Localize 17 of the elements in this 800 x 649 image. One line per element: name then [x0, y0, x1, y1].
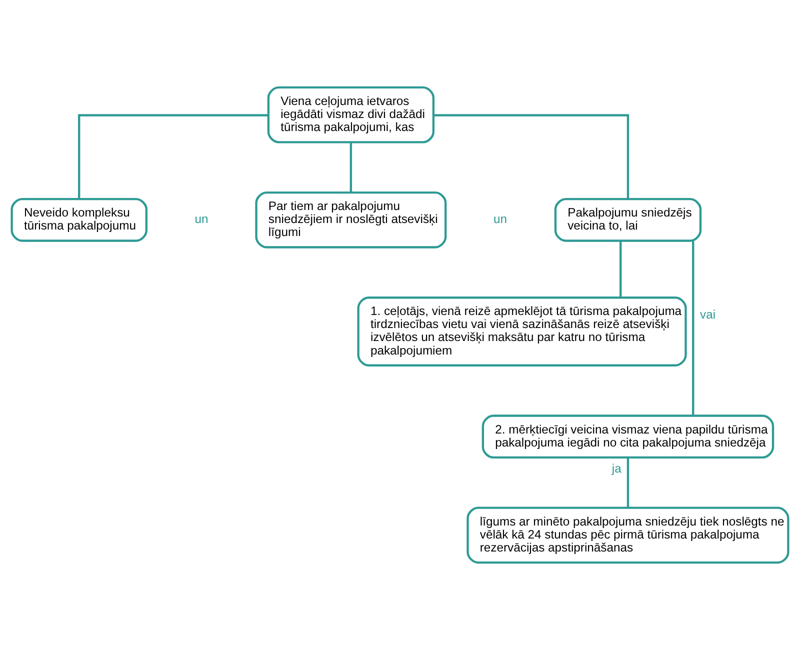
connector: [434, 114, 630, 198]
connector: [692, 240, 694, 416]
connector: [620, 240, 622, 297]
node-box: 2. mērķtiecīgi veicina vismaz viena papildu tūrisma pakalpojuma iegādi no cita pakalpojuma sniedzēja: [482, 414, 774, 458]
connector: [350, 142, 352, 192]
label: un: [194, 212, 208, 226]
node-box: līgums ar minēto pakalpojuma sniedzēju tiek noslēgts ne vēlāk kā 24 stundas pēc pirmā tūrisma pakalpojuma rezervācijas apstiprināšanas: [466, 506, 790, 564]
node-box: Viena ceļojuma ietvaros iegādāti vismaz divi dažādi tūrisma pakalpojumi, kas: [267, 86, 435, 143]
node-box: Neveido kompleksu tūrisma pakalpojumu: [10, 197, 148, 242]
node-box: Par tiem ar pakalpojumu sniedzējiem ir noslēgti atsevišķi līgumi: [255, 190, 447, 248]
node-box: 1. ceļotājs, vienā reizē apmeklējot tā tūrisma pakalpojuma tirdzniecības vietu vai vienā sazināšanās reizē atsevišķi izvēlētos un atsevišķi maksātu par katru no tūrisma pakalpojumiem: [357, 296, 687, 366]
label: un: [494, 212, 508, 226]
edge-label: ja: [612, 461, 622, 476]
connector: [626, 457, 630, 508]
edge-label: vai: [700, 307, 716, 322]
connector: [78, 114, 268, 198]
node-box: Pakalpojumu sniedzējs veicina to, lai: [554, 197, 702, 242]
